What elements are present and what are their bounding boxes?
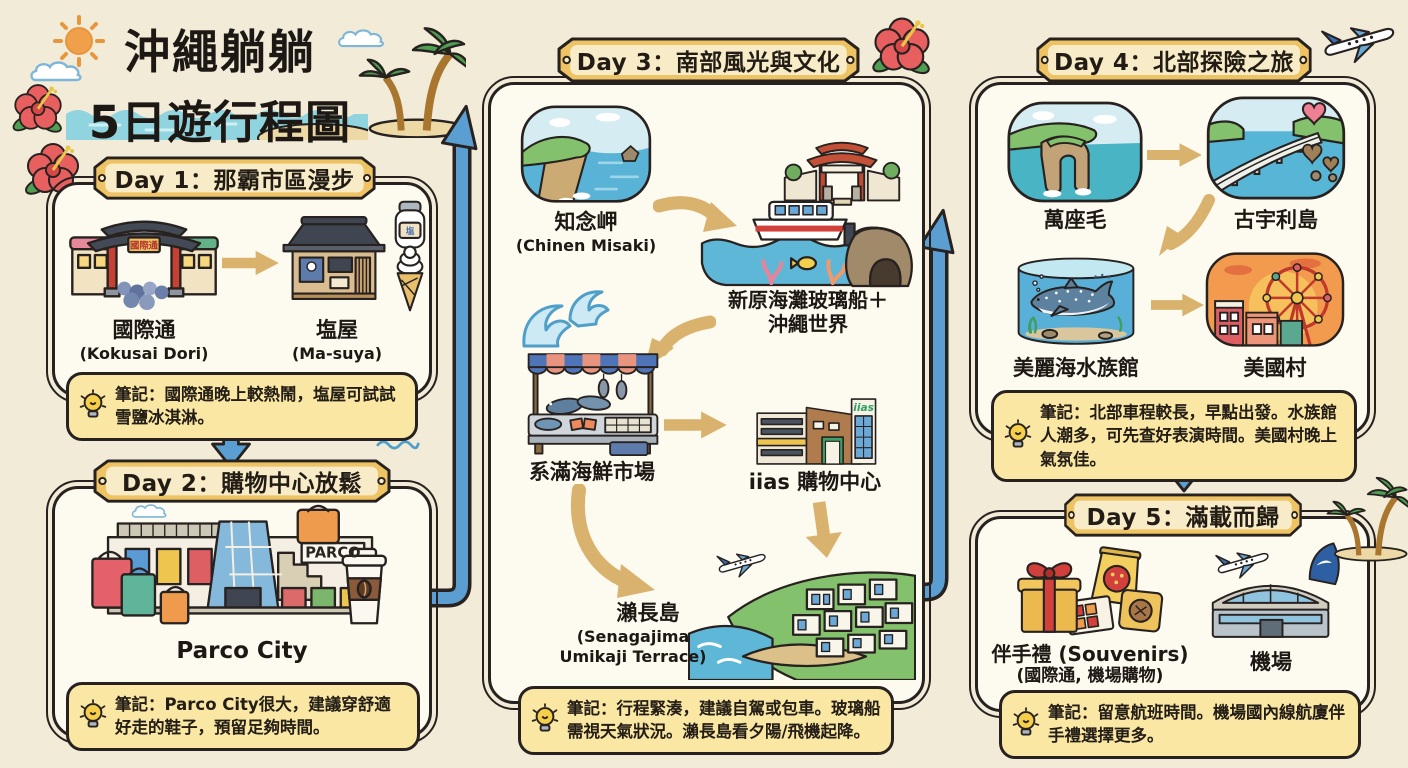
day-3-header-plaque: Day 3：南部風光與文化 [556, 36, 861, 84]
curved-arrow-icon [1159, 194, 1215, 256]
stop-name: 知念岬 [554, 210, 618, 234]
kouri-island-illustration [1206, 96, 1346, 200]
stop-name: 新原海灘玻璃船＋沖繩世界 [728, 288, 888, 336]
hibiscus-icon [870, 17, 933, 78]
day-4-note: 筆記：北部車程較長，早點出發。水族館人潮多，可先查好表演時間。美國村晚上氣氛佳。 [991, 390, 1357, 483]
kokusai-dori-illustration: 國際通 [69, 220, 219, 311]
american-village-illustration [1205, 252, 1345, 347]
stop-sub: (Senagajima Umikaji Terrace) [559, 627, 707, 666]
title-line-1: 沖繩躺躺 [124, 25, 316, 79]
note-text: 筆記：留意航班時間。機場國內線航廈伴手禮選擇更多。 [1048, 703, 1345, 746]
note-text: 筆記：Parco City很大，建議穿舒適好走的鞋子，預留足夠時間。 [115, 695, 391, 738]
salt-and-icecream-illustration: 塩 [394, 200, 426, 312]
stop-name: 機場 [1250, 650, 1292, 674]
manzamo-illustration [1007, 101, 1143, 203]
stop-name: 伴手禮 (Souvenirs) [991, 642, 1189, 666]
senagajima-illustration [688, 571, 916, 680]
svg-text:PARCO: PARCO [305, 545, 360, 562]
churaumi-aquarium-illustration [1017, 257, 1135, 345]
lightbulb-icon [531, 703, 559, 732]
stop-name: 萬座毛 [1043, 208, 1107, 232]
lightbulb-icon [79, 699, 107, 728]
day-2-header-plaque: Day 2：購物中心放鬆 [92, 458, 392, 504]
stop-sub: (國際通, 機場購物) [1016, 666, 1164, 686]
note-text: 筆記：國際通晚上較熱鬧，塩屋可試試雪鹽冰淇淋。 [115, 385, 396, 428]
day-1-header: Day 1：那霸市區漫步 [114, 168, 355, 194]
poster-title: 沖繩躺躺 5日遊行程圖 [70, 16, 370, 151]
day-4-header-plaque: Day 4：北部探險之旅 [1035, 36, 1313, 84]
down-arrow-icon [805, 501, 842, 558]
note-text: 筆記：行程緊湊，建議自駕或包車。玻璃船需視天氣狀況。瀨長島看夕陽/飛機起降。 [567, 699, 881, 742]
day-2-header: Day 2：購物中心放鬆 [122, 471, 362, 497]
day-5-header: Day 5：滿載而歸 [1086, 505, 1280, 531]
day-1-header-plaque: Day 1：那霸市區漫步 [92, 155, 377, 201]
day-4-header: Day 4：北部探險之旅 [1054, 50, 1294, 76]
masuya-shop-illustration [282, 215, 386, 301]
stop-name: Parco City [176, 638, 308, 664]
stop-name: 美國村 [1243, 356, 1307, 380]
beach-strip [66, 110, 368, 140]
stop-sub: (Ma-suya) [291, 344, 383, 363]
stop-name: 國際通 [112, 318, 176, 342]
wave-icon [522, 290, 610, 348]
lightbulb-icon [1012, 707, 1040, 736]
note-text: 筆記：北部車程較長，早點出發。水族館人潮多，可先查好表演時間。美國村晚上氣氛佳。 [1040, 403, 1337, 469]
airport-illustration [1211, 540, 1340, 638]
stop-sub: (Kokusai Dori) [79, 344, 209, 363]
itoman-market-illustration [527, 353, 659, 456]
stop-name: 瀨長島 [616, 601, 680, 625]
souvenirs-illustration [1017, 546, 1164, 636]
iias-mall-illustration: iias [756, 398, 877, 465]
sun-icon [53, 15, 105, 67]
step-arrow-icon [222, 250, 279, 276]
step-arrow-icon [1147, 143, 1202, 167]
day-3-note: 筆記：行程緊湊，建議自駕或包車。玻璃船需視天氣狀況。瀨長島看夕陽/飛機起降。 [518, 686, 894, 755]
curved-arrow-icon [571, 484, 655, 598]
palm-tree-icon [1326, 462, 1408, 566]
stop-sub: (Chinen Misaki) [515, 236, 657, 255]
stop-name: 塩屋 [316, 318, 358, 342]
svg-text:塩: 塩 [406, 225, 415, 237]
day-3-header: Day 3：南部風光與文化 [576, 50, 841, 76]
title-line-2: 5日遊行程圖 [88, 96, 352, 149]
stop-name: 美麗海水族館 [1013, 356, 1139, 380]
svg-text:國際通: 國際通 [130, 240, 159, 252]
curved-arrow-icon [653, 196, 737, 232]
chinen-misaki-illustration [520, 105, 652, 203]
stop-name: iias 購物中心 [748, 470, 882, 494]
svg-text:iias: iias [853, 402, 874, 414]
stop-name: 系滿海鮮市場 [529, 460, 655, 484]
day-4-section: Day 4：北部探險之旅 [969, 36, 1376, 483]
day-5-header-plaque: Day 5：滿載而歸 [1063, 492, 1303, 538]
day-1-section: Day 1：那霸市區漫步 國際通 [46, 150, 438, 450]
day-2-section: Day 2：購物中心放鬆 [46, 458, 438, 760]
step-arrow-icon [1151, 293, 1204, 317]
step-arrow-icon [664, 411, 727, 439]
shurei-gate-illustration [783, 141, 901, 206]
lightbulb-icon [79, 389, 107, 418]
day-3-section: Day 3：南部風光與文化 [482, 36, 931, 760]
day-5-note: 筆記：留意航班時間。機場國內線航廈伴手禮選擇更多。 [999, 690, 1361, 759]
day-2-note: 筆記：Parco City很大，建議穿舒適好走的鞋子，預留足夠時間。 [66, 682, 420, 751]
stop-name: 古宇利島 [1234, 208, 1318, 232]
lightbulb-icon [1004, 419, 1032, 448]
parco-city-illustration: PARCO [91, 504, 387, 625]
day-5-section: Day 5：滿載而歸 [969, 492, 1376, 762]
day-1-note: 筆記：國際通晚上較熱鬧，塩屋可試試雪鹽冰淇淋。 [66, 372, 418, 441]
glass-boat-illustration [700, 200, 913, 288]
